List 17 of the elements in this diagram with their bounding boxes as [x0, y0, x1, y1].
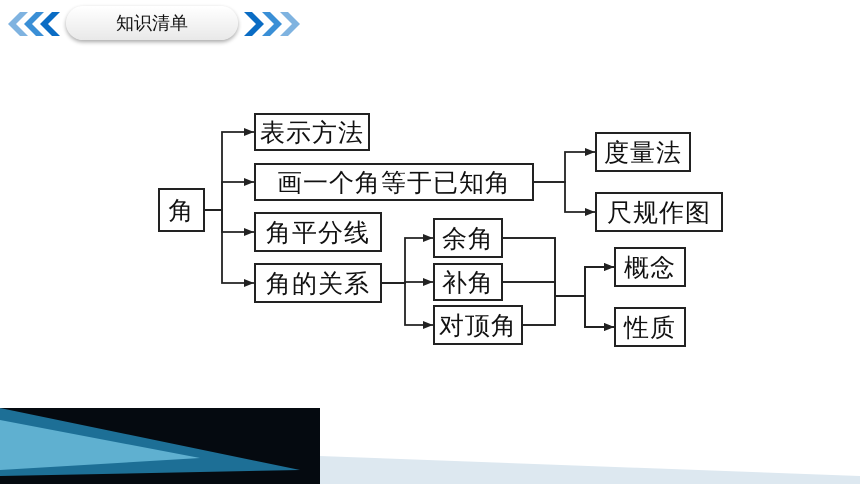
concept-box: 对顶角: [433, 305, 523, 345]
concept-box: 画一个角等于已知角: [254, 163, 534, 201]
arrow: [382, 282, 433, 329]
concept-box: 角平分线: [254, 212, 382, 252]
concept-box: 角的关系: [254, 263, 382, 303]
title-label: 知识清单: [66, 6, 238, 40]
concept-box: 度量法: [595, 132, 691, 172]
concept-box: 补角: [433, 263, 503, 301]
arrow: [534, 181, 595, 216]
concept-box: 余角: [433, 218, 503, 258]
concept-box: 角: [158, 188, 205, 232]
arrow: [523, 295, 614, 331]
concept-box: 表示方法: [254, 113, 370, 151]
concept-box: 性质: [614, 307, 686, 347]
concept-box: 概念: [614, 247, 686, 287]
concept-box: 尺规作图: [595, 192, 723, 232]
arrow: [205, 209, 254, 287]
